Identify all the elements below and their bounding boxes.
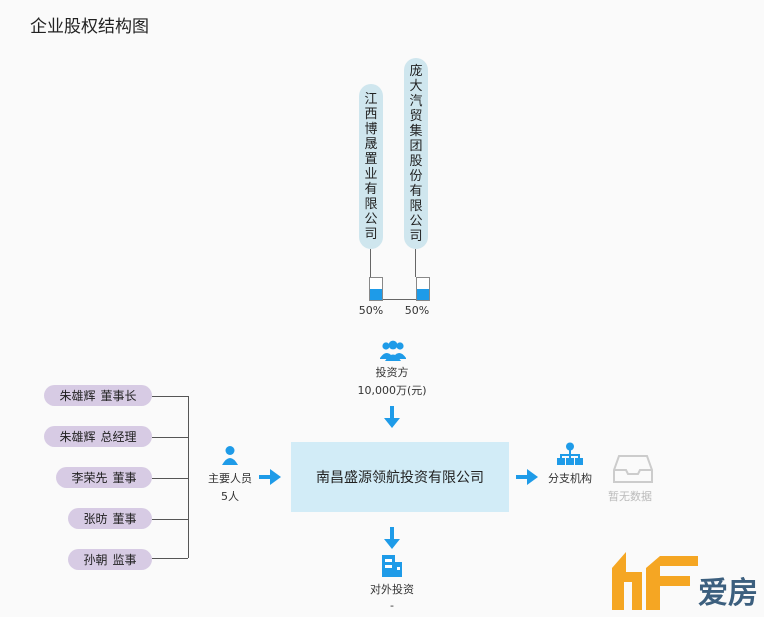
empty-tray-icon xyxy=(613,452,653,488)
bracket-line xyxy=(188,396,189,558)
person-name: 孙朝 xyxy=(83,553,108,567)
shareholder-name-char: 团 xyxy=(409,138,423,154)
share-bar xyxy=(369,277,383,301)
arrow-down-icon xyxy=(384,406,400,434)
page-title: 企业股权结构图 xyxy=(30,17,149,37)
building-icon xyxy=(382,555,402,581)
person-name: 张昉 xyxy=(83,512,108,526)
connector-line xyxy=(152,396,188,397)
share-bar-fill xyxy=(417,289,429,300)
branches-label: 分支机构 xyxy=(548,472,592,485)
person-item[interactable]: 孙朝监事 xyxy=(68,549,152,570)
people-group-icon xyxy=(380,340,406,366)
connector-line xyxy=(152,519,188,520)
person-role: 董事 xyxy=(112,471,137,485)
shareholder-name-char: 博 xyxy=(364,121,378,137)
registered-capital: 10,000万(元) xyxy=(357,384,427,397)
connector-line xyxy=(152,437,188,438)
shareholder-node[interactable]: 江 西 博 晟 置 业 有 限 公 司 xyxy=(359,84,383,249)
shareholder-name-char: 江 xyxy=(364,91,378,107)
person-icon xyxy=(221,445,239,469)
person-name: 朱雄辉 xyxy=(59,389,96,403)
connector-line xyxy=(383,299,416,300)
arrow-right-icon xyxy=(259,469,281,489)
shareholder-name-char: 限 xyxy=(364,196,378,212)
shareholder-name-char: 晟 xyxy=(364,136,378,152)
connector-line xyxy=(415,249,416,277)
outbound-investment-value: - xyxy=(390,599,394,612)
person-role: 总经理 xyxy=(100,430,137,444)
arrow-right-icon xyxy=(516,469,538,489)
shareholder-name-char: 集 xyxy=(409,123,423,139)
connector-line xyxy=(152,478,188,479)
person-name: 李荣先 xyxy=(71,471,108,485)
investor-label: 投资方 xyxy=(375,366,409,379)
share-bar xyxy=(416,277,430,301)
person-role: 董事 xyxy=(112,512,137,526)
shareholder-name-char: 西 xyxy=(364,106,378,122)
shareholder-name-char: 司 xyxy=(364,226,378,242)
person-item[interactable]: 李荣先董事 xyxy=(56,467,152,488)
watermark-logo-text: 爱房 xyxy=(698,576,758,611)
shareholder-name-char: 有 xyxy=(364,181,378,197)
key-personnel-label: 主要人员 xyxy=(208,472,252,485)
connector-line xyxy=(152,558,188,559)
person-item[interactable]: 张昉董事 xyxy=(68,508,152,529)
person-item[interactable]: 朱雄辉董事长 xyxy=(44,385,152,406)
shareholder-name-char: 限 xyxy=(409,198,423,214)
person-role: 董事长 xyxy=(100,389,137,403)
watermark-logo: NF xyxy=(612,552,762,612)
shareholder-name-char: 司 xyxy=(409,228,423,244)
shareholder-name-char: 汽 xyxy=(409,93,423,109)
shareholder-name-char: 置 xyxy=(364,151,378,167)
person-name: 朱雄辉 xyxy=(59,430,96,444)
branches-empty-text: 暂无数据 xyxy=(608,490,652,503)
arrow-down-icon xyxy=(384,527,400,555)
key-personnel-count: 5人 xyxy=(221,490,239,503)
shareholder-name-char: 公 xyxy=(409,213,423,229)
org-tree-icon xyxy=(557,442,583,470)
person-item[interactable]: 朱雄辉总经理 xyxy=(44,426,152,447)
shareholder-node[interactable]: 庞 大 汽 贸 集 团 股 份 有 限 公 司 xyxy=(404,58,428,249)
share-percent: 50% xyxy=(358,304,384,317)
shareholder-name-char: 份 xyxy=(409,168,423,184)
outbound-investment-label: 对外投资 xyxy=(370,583,414,596)
shareholder-name-char: 贸 xyxy=(409,108,423,124)
company-node[interactable]: 南昌盛源领航投资有限公司 xyxy=(291,442,509,512)
shareholder-name-char: 大 xyxy=(409,78,423,94)
share-bar-fill xyxy=(370,289,382,300)
share-percent: 50% xyxy=(404,304,430,317)
shareholder-name-char: 股 xyxy=(409,153,423,169)
shareholder-name-char: 公 xyxy=(364,211,378,227)
connector-line xyxy=(370,249,371,277)
person-role: 监事 xyxy=(112,553,137,567)
shareholder-name-char: 业 xyxy=(364,166,378,182)
shareholder-name-char: 庞 xyxy=(409,63,423,79)
company-name: 南昌盛源领航投资有限公司 xyxy=(316,470,484,486)
shareholder-name-char: 有 xyxy=(409,183,423,199)
